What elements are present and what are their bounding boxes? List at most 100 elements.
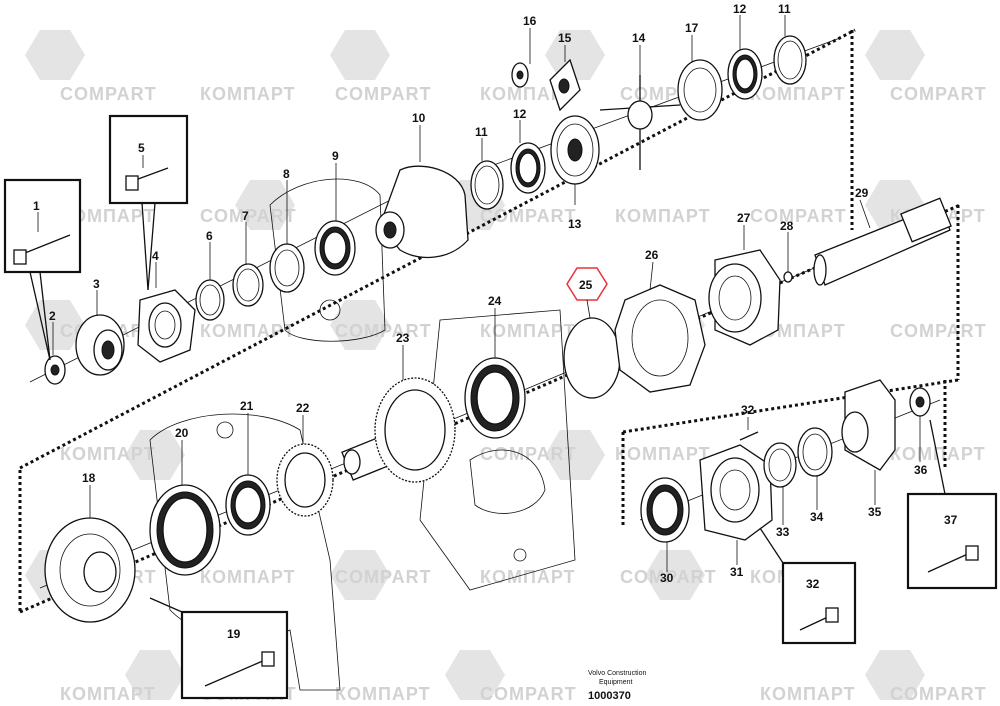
leader-lines [37, 15, 921, 572]
drawing-caption: Volvo Construction Equipment 1000370 [588, 670, 646, 702]
part-21-bearing [225, 474, 271, 536]
watermark-text: COMPART [620, 567, 717, 587]
watermark-text: COMPART [750, 206, 847, 226]
part-26-gasket [614, 284, 706, 393]
part-13-side-gear [550, 115, 600, 185]
detail-box-part-1 [3, 178, 82, 361]
part-17-side-gear [677, 59, 723, 121]
callout-12b: 12 [733, 2, 747, 16]
part-31-cover [699, 444, 773, 541]
watermark-text: COMPART [890, 84, 987, 104]
callout-34: 34 [810, 510, 824, 524]
callout-9: 9 [332, 149, 339, 163]
caption-line-2: Equipment [599, 679, 633, 686]
watermark-layer: COMPART КОМПАРТ COMPART КОМПАРТ COMPART … [25, 30, 987, 704]
callout-23: 23 [396, 331, 410, 345]
part-11-shim [470, 160, 504, 210]
watermark-text: КОМПАРТ [480, 84, 576, 104]
part-32-bolt [739, 431, 759, 441]
callout-12: 12 [513, 107, 527, 121]
callout-11b: 11 [778, 2, 791, 16]
callout-21: 21 [240, 399, 254, 413]
callout-labels: 1 2 3 5 4 6 7 8 9 10 11 12 13 14 15 16 1… [33, 2, 958, 641]
watermark-text: КОМПАРТ [200, 567, 296, 587]
part-29-output-shaft [813, 197, 952, 286]
watermark-text: COMPART [60, 84, 157, 104]
caption-line-1: Volvo Construction [588, 670, 646, 677]
watermark-text: КОМПАРТ [60, 684, 156, 704]
callout-20: 20 [175, 426, 189, 440]
watermark-text: COMPART [335, 84, 432, 104]
callout-36: 36 [914, 463, 928, 477]
callout-18: 18 [82, 471, 96, 485]
detail-box-part-32 [759, 527, 857, 645]
gearbox-housing [149, 178, 576, 691]
watermark-text: КОМПАРТ [615, 444, 711, 464]
callout-29: 29 [855, 186, 869, 200]
callout-31: 31 [730, 565, 744, 579]
callout-25: 25 [579, 278, 593, 292]
watermark-text: КОМПАРТ [60, 444, 156, 464]
detail-box-part-5 [108, 114, 189, 291]
drawing-number: 1000370 [588, 690, 631, 702]
part-8-seal-ring [269, 243, 305, 293]
part-33-seal [763, 442, 797, 488]
callout-30: 30 [660, 571, 674, 585]
part-14-spider [599, 75, 681, 170]
watermark-text: КОМПАРТ [480, 567, 576, 587]
watermark-text: COMPART [335, 567, 432, 587]
callout-27: 27 [737, 211, 751, 225]
callout-1: 1 [33, 199, 40, 213]
callout-26: 26 [645, 248, 659, 262]
callout-14: 14 [632, 31, 646, 45]
part-28-pin [783, 271, 793, 283]
callout-10: 10 [412, 111, 426, 125]
callout-16: 16 [523, 14, 537, 28]
part-11b-shim [773, 35, 807, 85]
detail-box-part-37 [906, 419, 998, 590]
part-27-bearing-housing [708, 249, 781, 346]
watermark-text: КОМПАРТ [760, 684, 856, 704]
callout-28: 28 [780, 219, 794, 233]
callout-6: 6 [206, 229, 213, 243]
part-12b-thrust-bearing [727, 48, 763, 100]
watermark-text: КОМПАРТ [480, 321, 576, 341]
part-3-flange [75, 314, 125, 376]
watermark-text: COMPART [890, 321, 987, 341]
callout-32b: 32 [806, 577, 820, 591]
part-35-flange [841, 379, 896, 471]
watermark-text: КОМПАРТ [200, 84, 296, 104]
part-4-cover [137, 289, 196, 363]
callout-4: 4 [152, 249, 159, 263]
part-6-oring [195, 279, 225, 321]
watermark-logo [25, 30, 925, 700]
callout-13: 13 [568, 217, 582, 231]
callout-33: 33 [776, 525, 790, 539]
part-23-gear-shaft [341, 377, 456, 483]
watermark-text: КОМПАРТ [750, 84, 846, 104]
part-18-hub [44, 517, 136, 623]
watermark-text: КОМПАРТ [60, 206, 156, 226]
watermark-text: КОМПАРТ [615, 206, 711, 226]
watermark-text: КОМПАРТ [335, 684, 431, 704]
callout-37: 37 [944, 513, 958, 527]
callout-17: 17 [685, 21, 699, 35]
callout-5: 5 [138, 141, 145, 155]
part-22-gear-ring [276, 443, 334, 517]
part-16-washer [511, 62, 529, 88]
part-7-seal [232, 263, 264, 307]
watermark-text: COMPART [480, 444, 577, 464]
callout-7: 7 [242, 209, 249, 223]
callout-19: 19 [227, 627, 241, 641]
callout-3: 3 [93, 277, 100, 291]
part-24-bearing [464, 357, 526, 439]
detail-box-part-19 [149, 597, 289, 700]
callout-11: 11 [475, 125, 488, 139]
callout-35: 35 [868, 505, 882, 519]
callout-highlight-25 [566, 267, 608, 301]
callout-32: 32 [741, 403, 755, 417]
part-10-differential-housing [375, 165, 469, 259]
callout-2: 2 [49, 309, 56, 323]
